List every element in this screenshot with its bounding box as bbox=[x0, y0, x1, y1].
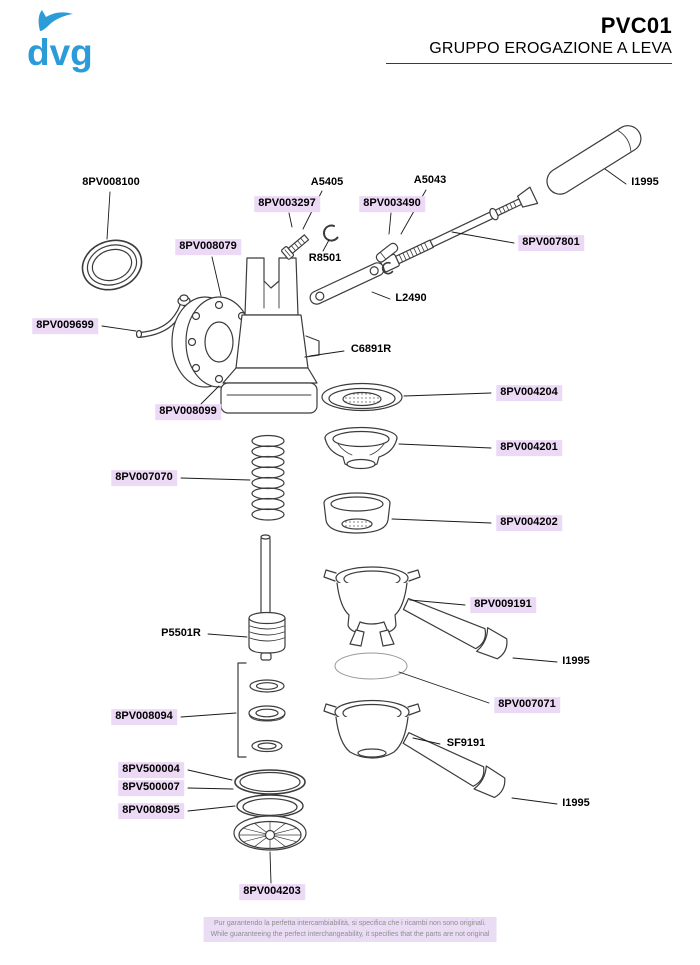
part-label-8pv008095: 8PV008095 bbox=[118, 803, 184, 819]
part-label-a5043: A5043 bbox=[413, 174, 447, 187]
part-funnel-8pv004201 bbox=[324, 426, 398, 470]
part-label-8pv009699: 8PV009699 bbox=[32, 318, 98, 334]
doc-header: PVC01 GRUPPO EROGAZIONE A LEVA bbox=[386, 13, 672, 64]
part-shower-screen-8pv004204 bbox=[321, 382, 403, 412]
part-rings-8pv500004 bbox=[234, 769, 306, 818]
part-pipe-8pv009699 bbox=[135, 294, 191, 339]
part-label-a5405: A5405 bbox=[310, 176, 344, 189]
part-label-8pv003490: 8PV003490 bbox=[359, 196, 425, 212]
part-gasket-8pv007071 bbox=[334, 652, 408, 680]
part-label-8pv004202: 8PV004202 bbox=[496, 515, 562, 531]
logo-pennant-icon bbox=[38, 10, 73, 31]
part-label-i1995-portafilter-1: I1995 bbox=[562, 655, 590, 668]
part-label-8pv003297: 8PV003297 bbox=[254, 196, 320, 212]
leader-lines bbox=[101, 168, 627, 884]
footer-disclaimer: Pur garantendo la perfetta intercambiabi… bbox=[203, 917, 497, 942]
part-label-i1995-lever: I1995 bbox=[631, 176, 659, 189]
dvg-logo: dvg bbox=[27, 10, 93, 73]
doc-code: PVC01 bbox=[600, 13, 672, 38]
part-label-8pv004201: 8PV004201 bbox=[496, 440, 562, 456]
part-label-8pv004203: 8PV004203 bbox=[239, 884, 305, 900]
part-spring-8pv007070 bbox=[251, 434, 285, 521]
part-portafilter-sf9191 bbox=[323, 699, 506, 799]
part-piston-p5501r bbox=[248, 534, 286, 661]
part-label-p5501r: P5501R bbox=[161, 627, 201, 640]
part-screw-a5405 bbox=[281, 234, 310, 260]
part-label-8pv009191: 8PV009191 bbox=[470, 597, 536, 613]
part-label-8pv004204: 8PV004204 bbox=[496, 385, 562, 401]
part-clip-r8501 bbox=[323, 224, 339, 242]
part-ring-8pv008100 bbox=[81, 239, 143, 291]
part-flange-8pv008099 bbox=[171, 296, 253, 388]
part-pin-a5043 bbox=[375, 242, 399, 263]
part-clip-small-icon bbox=[381, 261, 394, 275]
logo-text: dvg bbox=[27, 32, 93, 73]
part-label-sf9191: SF9191 bbox=[446, 737, 486, 750]
part-label-8pv500004: 8PV500004 bbox=[118, 762, 184, 778]
doc-title: GRUPPO EROGAZIONE A LEVA bbox=[429, 40, 672, 57]
part-group-body-c6891r bbox=[220, 257, 320, 414]
part-label-i1995-portafilter-2: I1995 bbox=[562, 797, 590, 810]
part-portafilter-8pv009191 bbox=[323, 566, 508, 660]
part-label-l2490: L2490 bbox=[395, 292, 427, 305]
footer-line-italian: Pur garantendo la perfetta intercambiabi… bbox=[214, 920, 486, 927]
part-label-8pv008079: 8PV008079 bbox=[175, 239, 241, 255]
part-label-8pv007070: 8PV007070 bbox=[111, 470, 177, 486]
footer-line-english: While guaranteeing the perfect interchan… bbox=[210, 930, 490, 938]
part-label-r8501: R8501 bbox=[308, 252, 342, 265]
part-label-c6891r: C6891R bbox=[350, 343, 392, 356]
part-label-8pv008094: 8PV008094 bbox=[111, 709, 177, 725]
part-label-8pv008099: 8PV008099 bbox=[155, 404, 221, 420]
part-filter-basket-8pv004202 bbox=[323, 492, 391, 534]
part-lever-handle-i1995 bbox=[546, 125, 642, 195]
part-label-8pv008100: 8PV008100 bbox=[82, 176, 140, 189]
part-label-8pv007071: 8PV007071 bbox=[494, 697, 560, 713]
part-shower-plate-8pv004203 bbox=[233, 815, 307, 851]
part-link-l2490 bbox=[309, 262, 385, 305]
part-rod-8pv007801 bbox=[379, 186, 539, 273]
part-label-8pv500007: 8PV500007 bbox=[118, 780, 184, 796]
part-gasket-set-8pv008094 bbox=[237, 662, 286, 758]
part-label-8pv007801: 8PV007801 bbox=[518, 235, 584, 251]
